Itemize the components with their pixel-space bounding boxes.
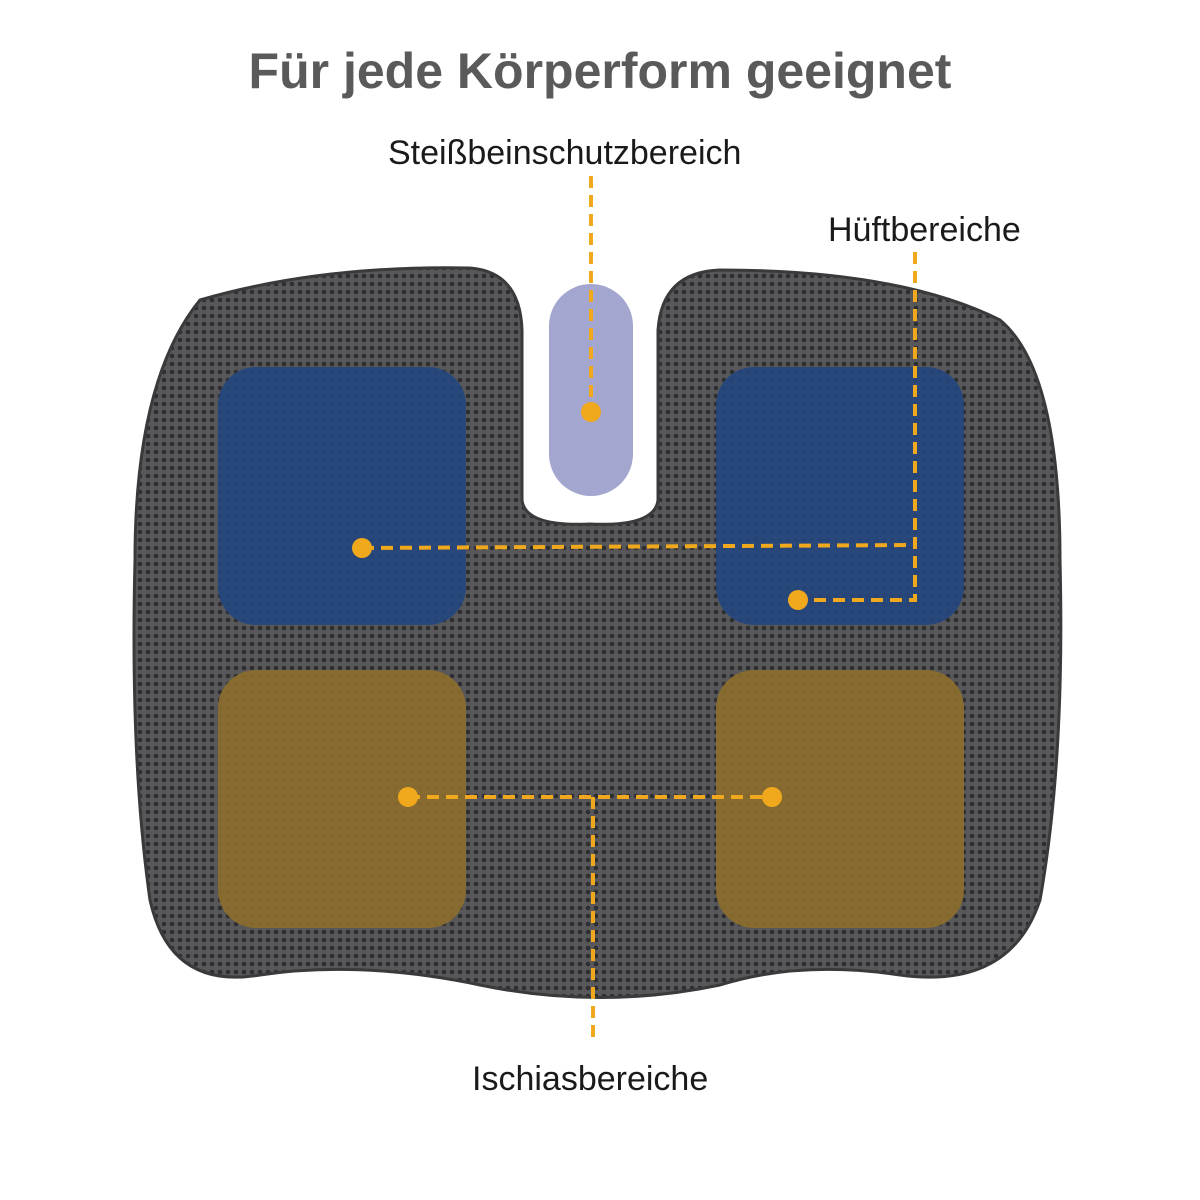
hip-zone-left	[218, 367, 466, 625]
hip-zone-right	[716, 367, 964, 625]
sciatic-zone-right	[716, 670, 964, 928]
sciatic-label: Ischiasbereiche	[472, 1060, 709, 1098]
page-title: Für jede Körperform geeignet	[248, 43, 952, 99]
callout-dots	[352, 402, 808, 807]
sciatic-zone-left	[218, 670, 466, 928]
coccyx-label: Steißbeinschutzbereich	[388, 134, 742, 172]
hip-label: Hüftbereiche	[828, 211, 1021, 249]
callout-lines	[361, 176, 917, 1040]
